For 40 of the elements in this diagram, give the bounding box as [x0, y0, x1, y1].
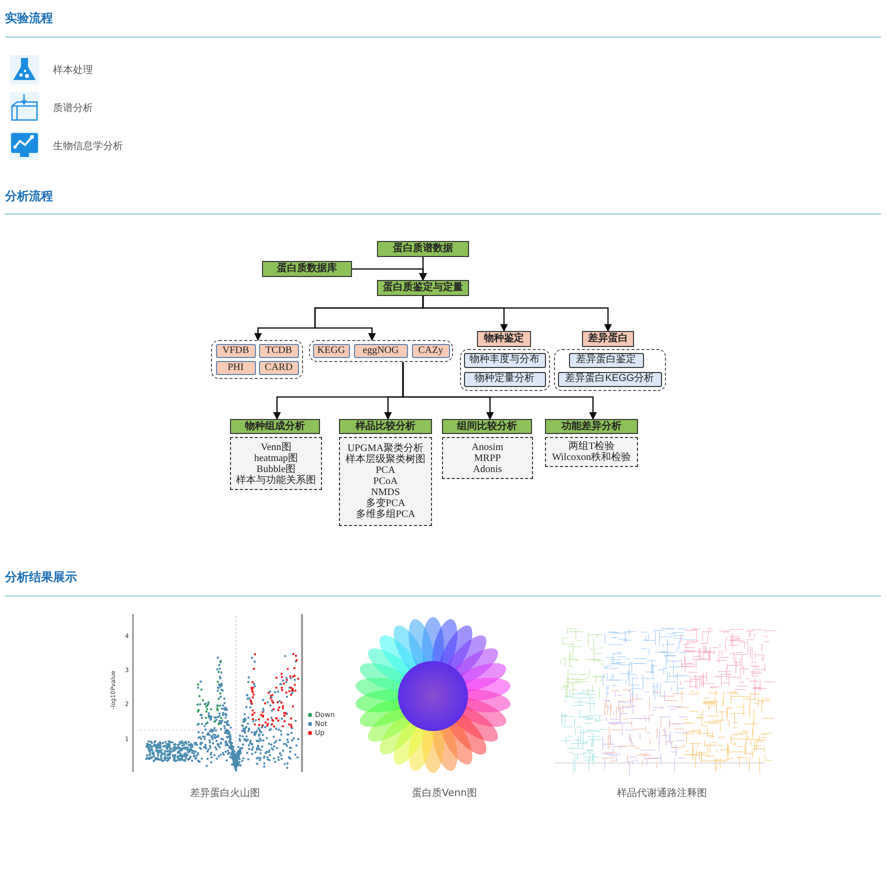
category-box: 差异蛋白: [582, 331, 634, 347]
database-box: CARD: [258, 360, 299, 375]
category-box: 物种鉴定: [477, 331, 531, 347]
step-label: 样本处理: [53, 66, 93, 76]
group-frame: [309, 340, 453, 362]
database-box: CAZy: [412, 344, 450, 358]
heading: 分析结果展示: [5, 571, 77, 583]
database-box: eggNOG: [354, 344, 408, 358]
process-box: 组间比较分析: [442, 419, 532, 434]
method-list-box: UPGMA聚类分析 样本层级聚类树图 PCA PCoA NMDS 多变PCA 多维多组PCA: [339, 437, 432, 526]
heading: 实验流程: [5, 12, 53, 24]
method-list-box: 两组T检验 Wilcoxon秩和检验: [545, 437, 638, 467]
database-box: TCDB: [258, 344, 299, 358]
method-list-box: Venn图 heatmap图 Bubble图 样本与功能关系图: [230, 437, 322, 490]
analysis-box: 物种定量分析: [464, 372, 546, 387]
arrow: [352, 268, 427, 281]
group-frame: [211, 340, 303, 379]
caption: 蛋白质Venn图: [412, 789, 477, 799]
database-box: VFDB: [216, 344, 256, 358]
step-label: 生物信息学分析: [53, 142, 123, 152]
analysis-box: 差异蛋白KEGG分析: [558, 372, 662, 387]
database-box: PHI: [216, 360, 256, 375]
process-box: 功能差异分析: [545, 419, 638, 434]
process-box: 物种组成分析: [230, 419, 320, 434]
step-label: 质谱分析: [53, 104, 93, 114]
process-box: 蛋白质谱数据: [377, 241, 469, 257]
group-frame: [460, 349, 550, 391]
process-box: 蛋白质鉴定与定量: [377, 280, 469, 296]
analysis-box: 差异蛋白鉴定: [568, 352, 644, 368]
process-box: 蛋白质数据库: [262, 261, 352, 277]
heading: 分析流程: [5, 190, 53, 202]
caption: 样品代谢通路注释图: [617, 789, 707, 799]
arrow: [402, 362, 597, 420]
database-box: KEGG: [312, 344, 350, 358]
caption: 差异蛋白火山图: [190, 789, 260, 799]
analysis-box: 物种丰度与分布: [464, 352, 546, 368]
arrow: [422, 296, 612, 332]
group-frame: [554, 349, 666, 391]
method-list-box: Anosim MRPP Adonis: [442, 437, 533, 479]
process-box: 样品比较分析: [339, 419, 432, 434]
